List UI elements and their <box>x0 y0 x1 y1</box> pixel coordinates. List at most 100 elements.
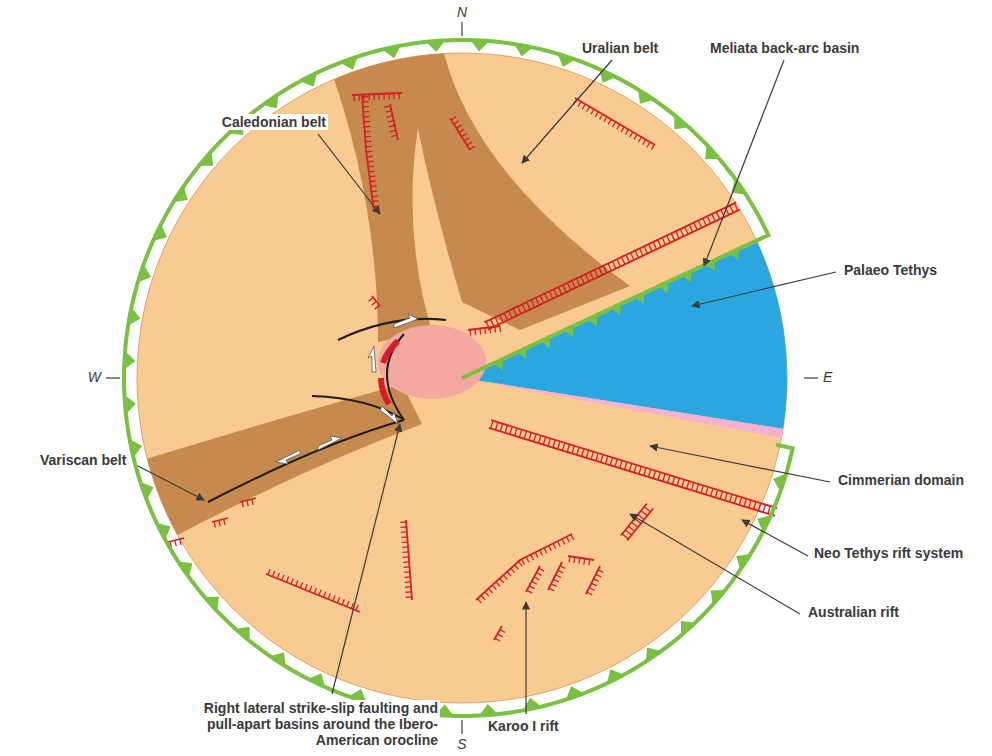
ocean-margin-strip <box>462 378 783 438</box>
rift <box>526 566 544 593</box>
rift-tick <box>549 291 552 298</box>
rift-tick <box>534 434 536 442</box>
rift-tick <box>749 500 751 508</box>
rift-tick <box>582 104 585 109</box>
rift-tick <box>365 141 371 143</box>
rift-tick <box>518 306 521 313</box>
rift-tick <box>180 539 181 545</box>
rift <box>352 93 402 101</box>
rift-tick <box>305 584 307 590</box>
rift-tick <box>495 317 498 324</box>
rift-tick <box>510 427 512 435</box>
rift-tick <box>491 319 494 326</box>
leader-line <box>692 272 836 306</box>
shear-arrow <box>380 406 398 424</box>
rift-tick <box>368 94 370 100</box>
rift-tick <box>558 541 561 546</box>
rift-tick <box>503 575 507 579</box>
rift-tick <box>401 526 407 528</box>
rift-tick <box>522 559 525 564</box>
rift-tick <box>485 592 489 596</box>
rift <box>476 534 574 603</box>
rift-tick <box>524 431 526 439</box>
rift-tick <box>595 112 598 117</box>
rift-tick <box>406 596 412 598</box>
rift-tick <box>543 437 545 445</box>
rift-tick <box>649 244 652 251</box>
strike-slip-faults <box>208 319 446 502</box>
region-label: Neo Tethys rift system <box>812 545 965 561</box>
rift-tick <box>477 599 481 603</box>
leader-lines <box>138 60 836 714</box>
rift-tick <box>504 313 507 320</box>
subduction-tooth <box>588 315 597 326</box>
rift-tick <box>701 485 703 493</box>
rift-tick <box>515 428 517 436</box>
rift-tick <box>368 160 374 162</box>
rift-tick <box>591 583 596 586</box>
rift-tick <box>685 227 688 234</box>
subduction-tooth <box>470 40 489 51</box>
rift-tick <box>402 546 408 548</box>
rift-tick <box>372 301 377 305</box>
compass-tick <box>106 377 120 378</box>
rift <box>494 626 505 641</box>
rift <box>568 556 594 565</box>
rift-tick <box>730 494 732 502</box>
rift-tick <box>734 203 737 210</box>
subduction-tooth <box>383 46 401 59</box>
rift-tick <box>375 305 380 309</box>
rift-tick <box>625 530 631 535</box>
rift-line <box>526 566 540 592</box>
rift-tick <box>625 462 627 470</box>
rift-tick <box>404 566 410 568</box>
rift-tick <box>596 574 601 577</box>
subduction-tooth <box>557 54 575 67</box>
rift-tick <box>539 568 544 571</box>
rift-line <box>621 503 647 535</box>
rift-tick <box>551 584 556 587</box>
rift-tick <box>509 311 512 318</box>
rift-tick <box>617 259 620 266</box>
rift-tick <box>499 326 501 332</box>
rift <box>266 569 360 612</box>
rift-tick <box>583 559 585 565</box>
subduction-tooth <box>140 482 153 500</box>
rift-tick <box>632 522 638 527</box>
compass-letter: W <box>86 369 103 385</box>
rift-tick <box>319 590 321 596</box>
subduction-tooth <box>174 186 188 202</box>
subduction-tooth <box>564 326 573 337</box>
rift-tick <box>224 519 225 525</box>
rift-tick <box>628 526 634 531</box>
rift-tick <box>716 212 719 219</box>
rift-tick <box>573 557 575 563</box>
rift-tick <box>647 142 650 147</box>
rift-tick <box>401 536 407 538</box>
subduction-tooth <box>340 56 358 69</box>
rift-tick <box>644 468 646 476</box>
rift-line <box>476 534 572 600</box>
rift-tick <box>567 444 569 452</box>
rift-tick <box>219 520 220 526</box>
subduction-tooth <box>607 669 624 683</box>
fault-line <box>338 319 446 340</box>
rift-tick <box>479 329 481 335</box>
rift-tick <box>387 116 393 117</box>
rift-tick <box>545 294 548 301</box>
subduction-tooth <box>178 562 192 578</box>
rift-tick <box>582 449 584 457</box>
rift-tick <box>540 550 543 555</box>
subduction-tooth <box>153 224 167 241</box>
rift-tick <box>658 472 660 480</box>
subduction-zones <box>124 40 793 716</box>
rift-tick <box>596 453 598 461</box>
rift-tick <box>571 535 574 540</box>
rift-tick <box>668 475 670 483</box>
rift-tick <box>366 146 372 148</box>
rift-tick <box>247 500 248 506</box>
rift-tick <box>634 465 636 473</box>
rift-tick <box>689 225 692 232</box>
rift-tick <box>640 248 643 255</box>
rift-tick <box>454 121 459 124</box>
